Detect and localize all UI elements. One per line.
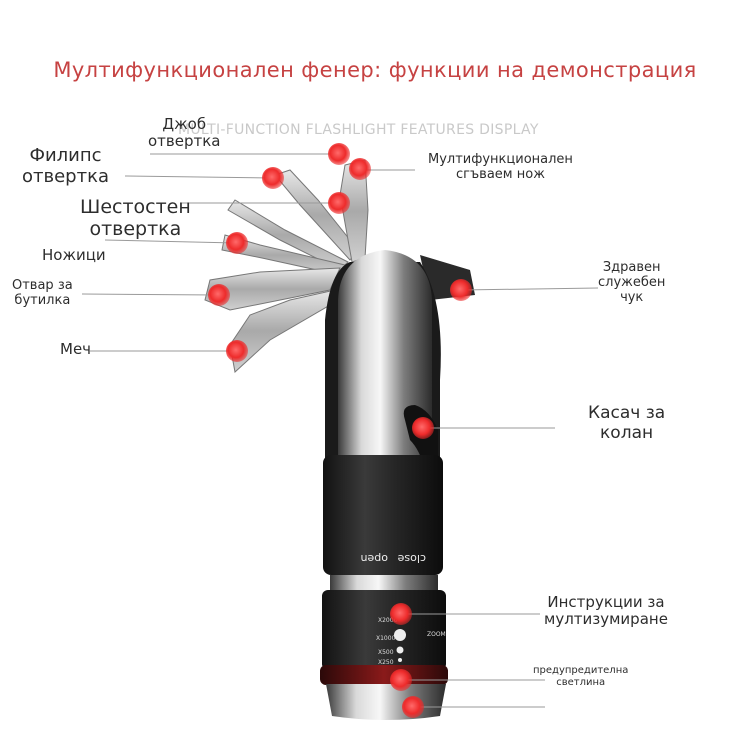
rubber-body [323,455,443,575]
label-sword: Меч [60,340,92,358]
marker-phillips [262,167,284,189]
marker-scissors [226,232,248,254]
marker-belt-cutter [412,417,434,439]
zoom-indicator-small [396,646,404,654]
silver-ring [330,575,438,591]
label-job-screwdriver: Джоб отвертка [148,115,221,151]
label-bottle-opener: Отвар за бутилка [12,278,73,308]
label-hex: Шестостен отвертка [80,196,191,240]
zoom-indicator-large [394,629,406,641]
marker-hex [328,192,350,214]
marker-job-screwdriver [328,143,350,165]
page-subtitle: MULTI-FUNCTION FLASHLIGHT FEATURES DISPL… [178,122,539,138]
label-folding-knife: Мултифункционален сгъваем нож [428,152,573,182]
open-label: open [361,552,388,565]
label-zoom: Инструкции за мултизумиране [544,593,668,629]
zoom-scale: X2000 X1000 X500 X250 ZOOM [376,617,446,666]
svg-text:X500: X500 [378,649,394,656]
marker-sword [226,340,248,362]
svg-text:ZOOM: ZOOM [427,631,446,638]
label-scissors: Ножици [42,246,106,264]
zoom-barrel [322,590,446,670]
marker-hammer [450,279,472,301]
marker-bottle-opener [208,284,230,306]
svg-text:X2000: X2000 [378,617,398,624]
tool-blades [204,159,369,373]
close-label: close [397,552,426,565]
marker-warning-light [390,669,412,691]
label-belt-cutter: Касач за колан [588,403,666,443]
label-hammer: Здравен служебен чук [598,260,666,305]
label-phillips: Филипс отвертка [22,145,109,187]
svg-text:X250: X250 [378,659,394,666]
label-warning-light: предупредителна светлина [533,665,629,688]
zoom-indicator-tiny [398,658,402,662]
marker-folding-knife [349,158,371,180]
marker-zoom [390,603,412,625]
svg-text:X1000: X1000 [376,635,396,642]
marker-lens [402,696,424,718]
page-title: Мултифункционален фенер: функции на демо… [53,58,697,82]
